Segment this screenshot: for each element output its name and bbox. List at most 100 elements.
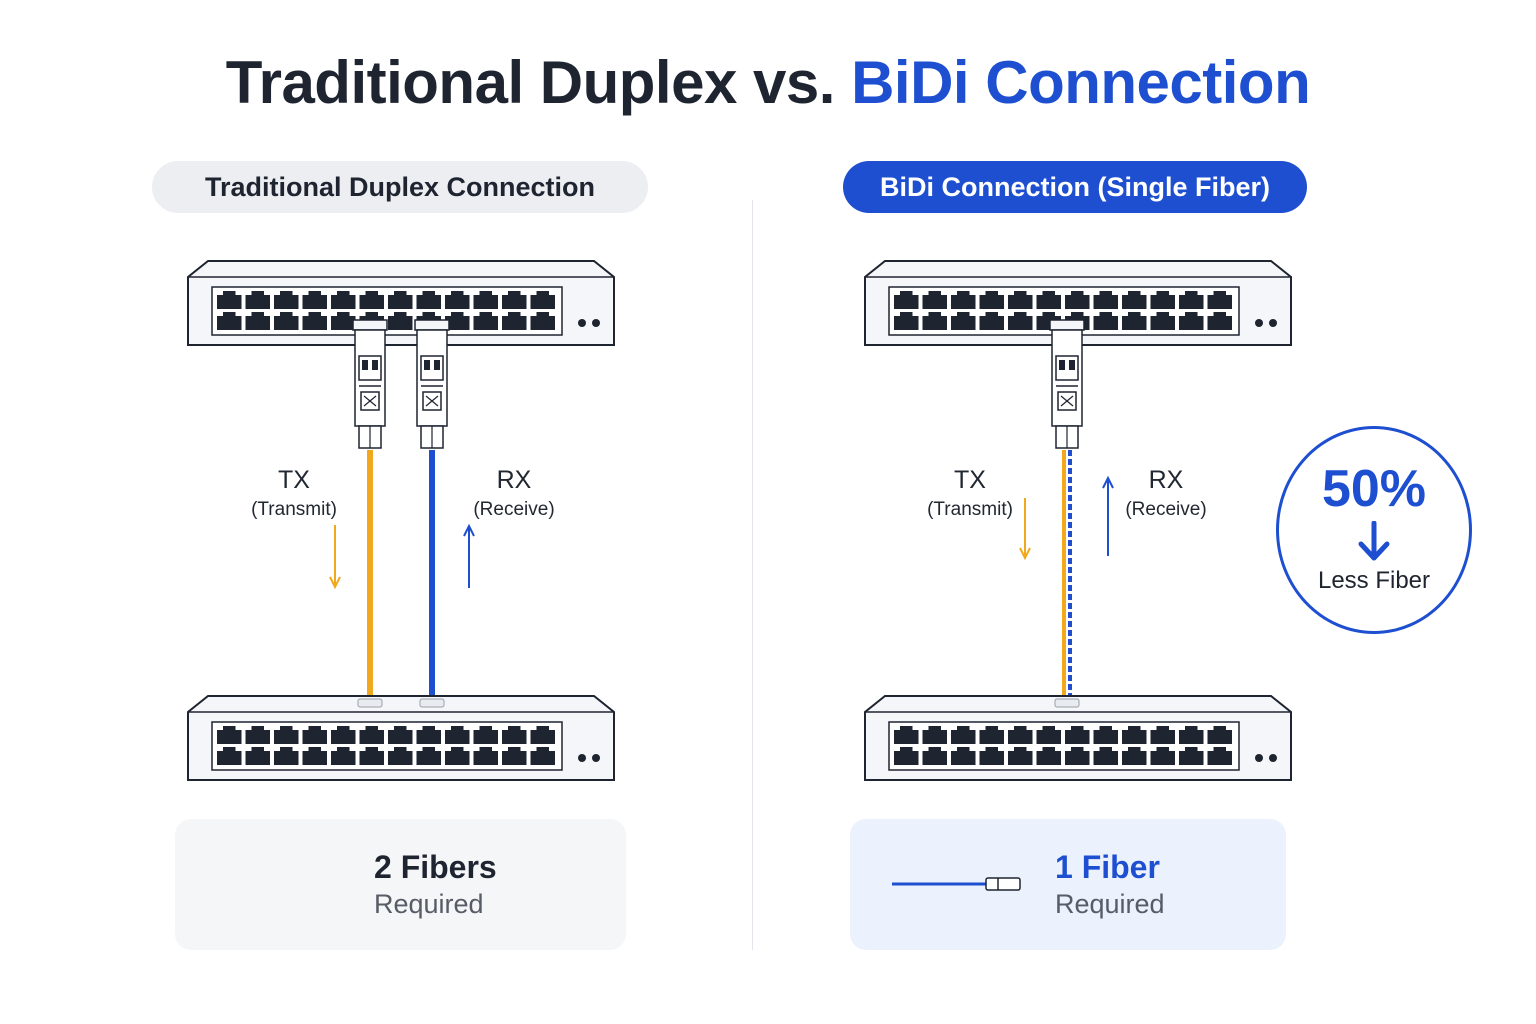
tx-transceiver-icon (352, 319, 388, 449)
switch-port (979, 747, 1004, 765)
switch-port (894, 291, 919, 309)
left-top-switch-icon (187, 260, 615, 346)
switch-port (388, 312, 413, 330)
right-summary-card: 1 Fiber Required (850, 819, 1286, 950)
switch-port (302, 291, 327, 309)
left-tx-subtitle: (Transmit) (251, 499, 337, 520)
switch-port (951, 747, 976, 765)
status-led (578, 754, 586, 762)
left-bottom-switch-icon (187, 695, 615, 781)
switch-port (359, 726, 384, 744)
switch-port (473, 312, 498, 330)
switch-port (473, 291, 498, 309)
switch-port (530, 747, 555, 765)
bidi-tx-arrow-icon (1019, 498, 1031, 561)
switch-port (951, 726, 976, 744)
switch-port (894, 747, 919, 765)
switch-port (1150, 726, 1175, 744)
switch-port (274, 747, 299, 765)
switch-port (1093, 312, 1118, 330)
switch-port (502, 291, 527, 309)
fiber-port (419, 698, 445, 708)
left-rx-title: RX (496, 466, 532, 494)
left-tx-title: TX (278, 466, 310, 494)
switch-port (530, 726, 555, 744)
switch-port (1207, 747, 1232, 765)
left-rx-label: RX (Receive) (464, 466, 564, 521)
switch-port (331, 291, 356, 309)
left-summary-card: 2 Fibers Required (175, 819, 626, 950)
bidi-fiber-connector-icon (892, 877, 1021, 891)
status-led (1255, 319, 1263, 327)
switch-port (1093, 747, 1118, 765)
right-tx-subtitle: (Transmit) (927, 499, 1013, 520)
switch-port (245, 291, 270, 309)
switch-port (1150, 312, 1175, 330)
switch-port (530, 291, 555, 309)
switch-port (359, 291, 384, 309)
switch-port (922, 291, 947, 309)
switch-port (388, 726, 413, 744)
switch-port (302, 312, 327, 330)
switch-port (1179, 747, 1204, 765)
switch-port (1207, 726, 1232, 744)
left-fiber-required: Required (374, 889, 484, 919)
status-led (1255, 754, 1263, 762)
switch-port (217, 747, 242, 765)
switch-port (894, 312, 919, 330)
switch-port (302, 747, 327, 765)
switch-port (416, 726, 441, 744)
right-panel-heading: BiDi Connection (Single Fiber) (843, 161, 1307, 213)
switch-port (502, 312, 527, 330)
switch-port (302, 726, 327, 744)
switch-port (502, 747, 527, 765)
right-fiber-count: 1 Fiber (1055, 849, 1160, 885)
switch-port (922, 312, 947, 330)
page-title: Traditional Duplex vs. BiDi Connection (0, 48, 1536, 117)
switch-port (502, 726, 527, 744)
switch-port (445, 726, 470, 744)
switch-port (1179, 312, 1204, 330)
switch-port (1150, 747, 1175, 765)
switch-port (1008, 726, 1033, 744)
switch-port (245, 726, 270, 744)
switch-port (1179, 291, 1204, 309)
left-fiber-count: 2 Fibers (374, 849, 497, 885)
right-rx-title: RX (1148, 466, 1184, 494)
switch-port (1036, 291, 1061, 309)
switch-port (1036, 726, 1061, 744)
bidi-rx-arrow-icon (1102, 475, 1114, 556)
switch-port (274, 312, 299, 330)
switch-port (245, 312, 270, 330)
panel-divider (752, 200, 753, 950)
switch-port (951, 291, 976, 309)
switch-port (416, 747, 441, 765)
left-panel-heading: Traditional Duplex Connection (152, 161, 648, 213)
status-led (1269, 754, 1277, 762)
switch-port (1065, 291, 1090, 309)
switch-port (331, 747, 356, 765)
right-top-switch-icon (864, 260, 1292, 346)
switch-port (245, 747, 270, 765)
switch-port (1008, 747, 1033, 765)
switch-port (922, 726, 947, 744)
switch-port (217, 312, 242, 330)
switch-port (416, 291, 441, 309)
switch-port (530, 312, 555, 330)
switch-port (951, 312, 976, 330)
switch-port (217, 291, 242, 309)
right-fiber-required: Required (1055, 889, 1165, 919)
badge-percent: 50% (1321, 460, 1427, 518)
arrow-down-icon (1358, 521, 1390, 561)
switch-port (217, 726, 242, 744)
title-part-duplex: Traditional Duplex (225, 49, 738, 116)
switch-port (979, 312, 1004, 330)
right-tx-title: TX (954, 466, 986, 494)
status-led (592, 754, 600, 762)
switch-port (388, 747, 413, 765)
switch-port (473, 726, 498, 744)
switch-port (1207, 312, 1232, 330)
switch-port (1122, 747, 1147, 765)
switch-port (1065, 747, 1090, 765)
switch-port (894, 726, 919, 744)
